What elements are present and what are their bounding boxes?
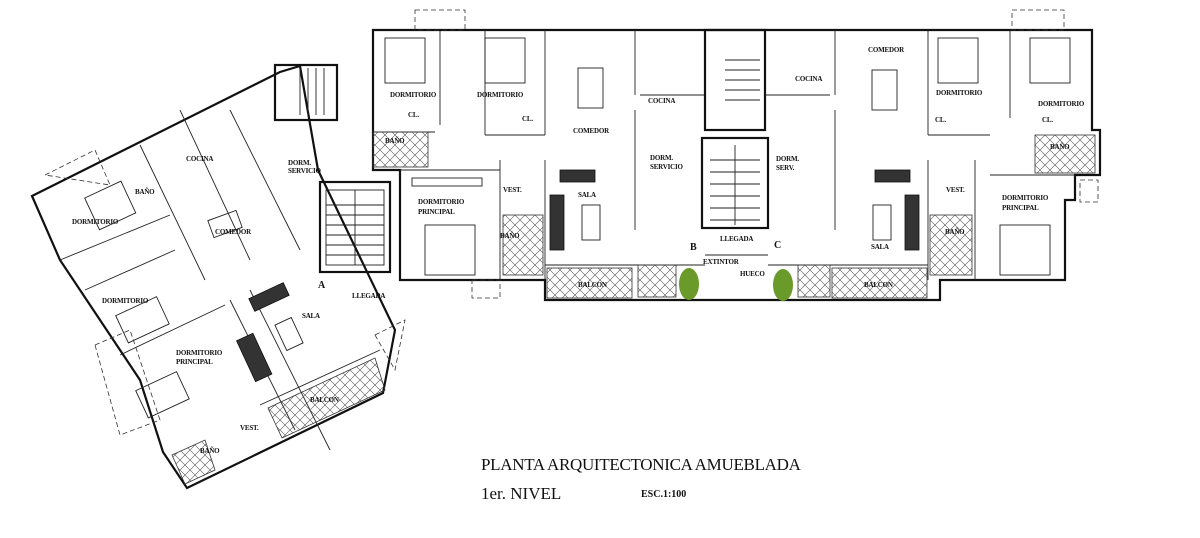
tree-right [773,269,793,301]
stair-left [273,63,392,274]
label-dorm-serv: DORM. [776,155,799,163]
plan-title: PLANTA ARQUITECTONICA AMUEBLADA [481,455,801,474]
label-bano: BAÑO [385,137,405,145]
label-bano-2: BAÑO [945,228,965,236]
label-dormitorio: DORMITORIO [936,89,983,97]
door-mark-a: A [318,280,326,291]
label-principal: PRINCIPAL [1002,204,1039,212]
door-mark-b: B [690,242,697,253]
left-unit-labels: COCINA BAÑO DORMITORIO COMEDOR DORM. SER… [72,155,386,455]
label-dorm-servicio-2: SERVICIO [288,167,322,175]
label-dorm-serv-2: SERV. [776,164,795,172]
label-dormitorio-2: DORMITORIO [1038,100,1085,108]
label-dorm-servicio: DORM. [288,159,311,167]
door-mark-c: C [774,240,781,251]
label-vest: VEST. [240,424,259,432]
label-llegada: LLEGADA [720,235,753,243]
label-dormitorio: DORMITORIO [390,91,437,99]
label-dormitorio-principal: DORMITORIO [176,349,223,357]
label-dormitorio-principal: DORMITORIO [418,198,465,206]
label-principal: PRINCIPAL [418,208,455,216]
label-bano: BAÑO [1050,143,1070,151]
core-labels: LLEGADA EXTINTOR HUECO [703,235,766,278]
left-unit-walls [30,64,406,490]
label-sala: SALA [302,312,320,320]
label-sala: SALA [871,243,889,251]
label-vest: VEST. [503,186,522,194]
label-dormitorio-principal: DORMITORIO [1002,194,1049,202]
label-llegada: LLEGADA [352,292,385,300]
label-bano: BAÑO [135,188,155,196]
label-balcon: BALCON [864,281,893,289]
label-dormitorio-2: DORMITORIO [477,91,524,99]
label-dormitorio: DORMITORIO [72,218,119,226]
label-cocina: COCINA [186,155,213,163]
tree-left [679,268,699,300]
label-balcon: BALCON [310,396,339,404]
center-unit-labels: DORMITORIO DORMITORIO CL. CL. BAÑO COMED… [385,91,697,289]
label-dorm-servicio: DORM. [650,154,673,162]
label-principal: PRINCIPAL [176,358,213,366]
label-cl: CL. [408,111,419,119]
label-cocina: COCINA [795,75,822,83]
right-unit-labels: COCINA COMEDOR DORMITORIO DORMITORIO CL.… [774,46,1085,289]
label-vest: VEST. [946,186,965,194]
label-bano-2: BAÑO [500,232,520,240]
label-cl-2: CL. [522,115,533,123]
center-building-walls [371,9,1102,302]
label-cl-2: CL. [1042,116,1053,124]
label-cl: CL. [935,116,946,124]
label-dorm-servicio-2: SERVICIO [650,163,684,171]
label-comedor: COMEDOR [215,228,252,236]
label-hueco: HUECO [740,270,765,278]
label-extintor: EXTINTOR [703,258,740,266]
label-comedor: COMEDOR [868,46,905,54]
label-sala: SALA [578,191,596,199]
label-comedor: COMEDOR [573,127,610,135]
label-cocina: COCINA [648,97,675,105]
label-dormitorio-2: DORMITORIO [102,297,149,305]
label-balcon: BALCON [578,281,607,289]
scale-label: ESC.1:100 [641,489,687,500]
label-bano-2: BAÑO [200,447,220,455]
level-label: 1er. NIVEL [481,484,562,503]
